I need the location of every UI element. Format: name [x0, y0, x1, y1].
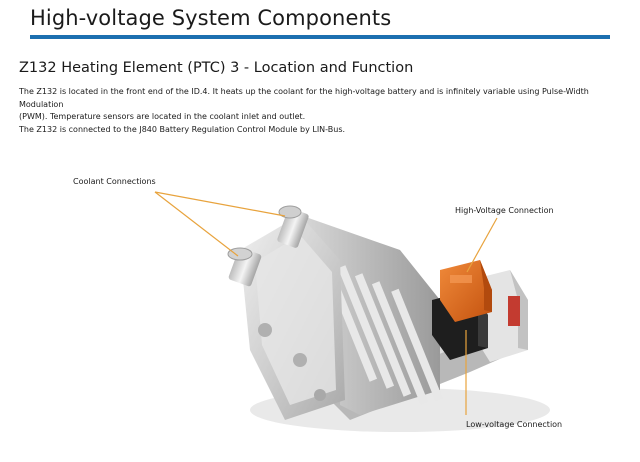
high-voltage-leader-line [466, 217, 498, 273]
section-title: Z132 Heating Element (PTC) 3 - Location … [19, 60, 414, 76]
cooling-fins [320, 258, 443, 405]
connection-paragraph: The Z132 is connected to the J840 Batter… [19, 125, 346, 134]
coolant-connections-label: Coolant Connections [73, 177, 156, 186]
location-line-2: (PWM). Temperature sensors are located i… [19, 112, 306, 122]
low-voltage-connection-label: Low-voltage Connection [466, 420, 563, 429]
coolant-pipe-lower [227, 247, 262, 287]
high-voltage-connector [440, 260, 492, 322]
coolant-pipe-upper [277, 205, 309, 248]
location-line-1: The Z132 is located in the front end of … [19, 87, 589, 109]
high-voltage-connection-label: High-Voltage Connection [455, 206, 554, 215]
title-divider [30, 35, 610, 39]
location-paragraph: The Z132 is located in the front end of … [19, 86, 619, 124]
coolant-leader-lines [154, 191, 286, 257]
page-title: High-voltage System Components [30, 6, 392, 30]
heating-element-illustration [154, 191, 550, 432]
heater-housing-front [240, 215, 345, 420]
